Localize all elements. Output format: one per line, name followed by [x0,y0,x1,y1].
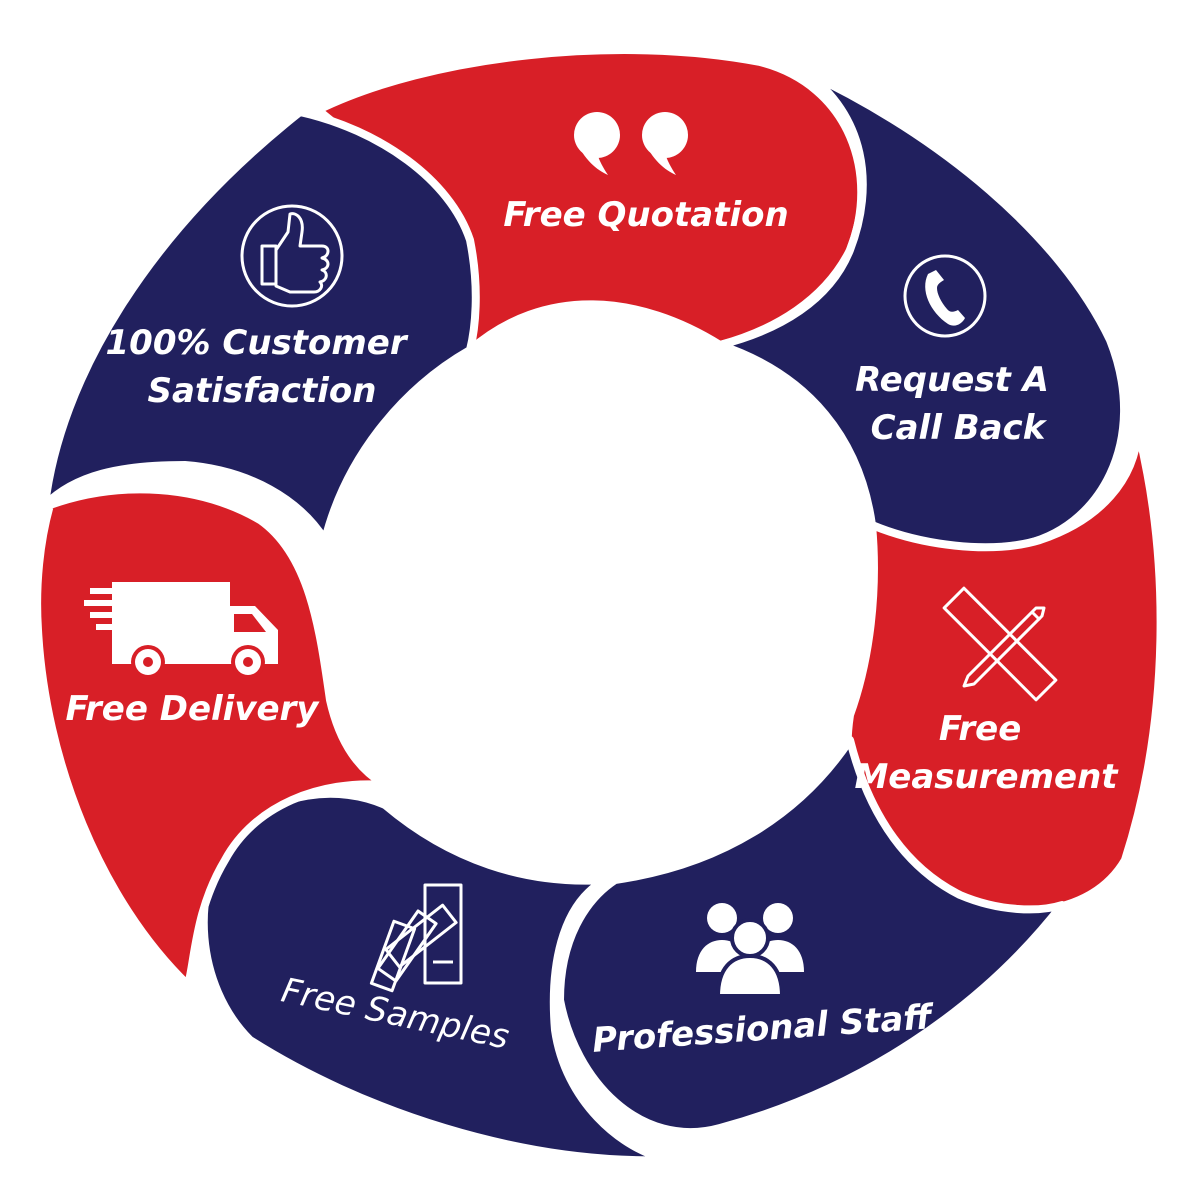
ring-segments [33,46,1165,1165]
label-line: Measurement [854,757,1119,797]
label-line: Free Delivery [66,689,321,729]
label-free-measurement: Free Measurement [854,709,1119,797]
ruler-pencil-icon [942,586,1058,702]
label-line: Free Quotation [503,195,788,235]
thumbs-up-icon [240,204,344,308]
segment-professional-staff [556,736,1066,1137]
label-free-delivery: Free Delivery [66,689,321,729]
segment-customer-satisfaction [41,108,480,544]
label-request-call-back: Request A Call Back [855,360,1061,448]
phone-icon [903,254,987,338]
swatch-fan-icon [369,883,463,993]
delivery-truck-icon [84,582,278,679]
label-line: Satisfaction [148,371,377,411]
label-line: Call Back [871,408,1048,448]
label-free-quotation: Free Quotation [503,195,788,235]
label-line: Request A [855,360,1049,400]
label-line: 100% Customer [106,323,409,363]
segment-free-samples [199,789,674,1165]
people-icon [696,903,804,998]
quote-icon [574,112,688,175]
label-customer-satisfaction: 100% Customer Satisfaction [106,323,419,411]
label-line: Free [939,709,1021,749]
